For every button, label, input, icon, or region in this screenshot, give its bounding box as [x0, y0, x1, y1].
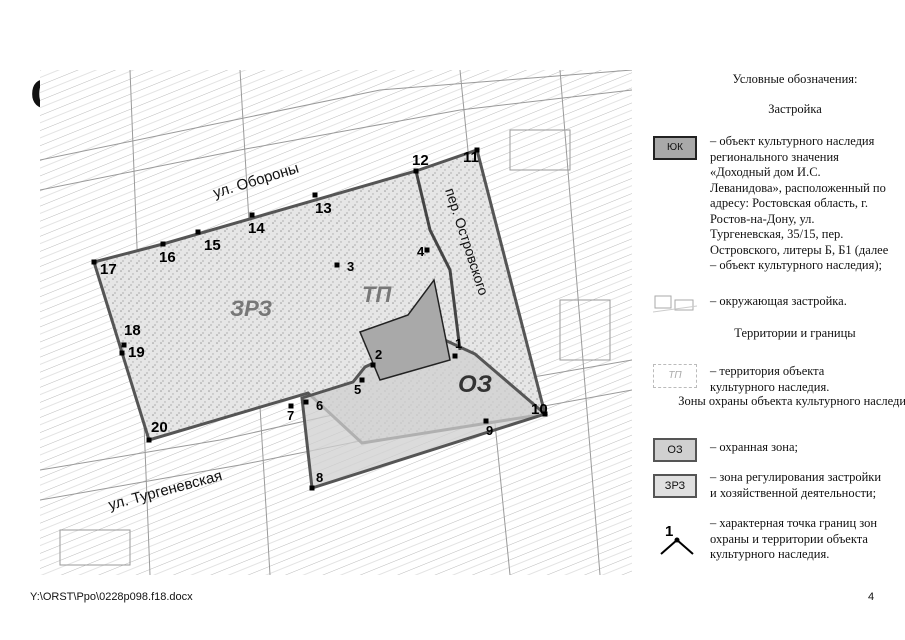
point-label-7: 7	[287, 408, 294, 423]
point-marker-1	[452, 353, 458, 359]
point-label-4: 4	[417, 244, 425, 259]
oz-zone-polygon[interactable]	[300, 333, 549, 490]
point-label-8: 8	[316, 470, 323, 485]
point-marker-15	[195, 229, 201, 235]
point-marker-9	[483, 418, 489, 424]
point-marker-3	[334, 262, 340, 268]
point-label-18: 18	[124, 322, 141, 339]
point-marker-11	[474, 147, 480, 153]
point-label-10: 10	[531, 401, 548, 418]
point-marker-20	[146, 437, 152, 443]
point-marker-8	[309, 485, 315, 491]
point-marker-13	[312, 192, 318, 198]
point-label-2: 2	[375, 347, 382, 362]
point-text: – характерная точка границ зон охраны и …	[710, 516, 878, 561]
oz-symbol: ОЗ	[653, 438, 697, 462]
zone-label-tp: ТП	[362, 282, 392, 307]
document-path: Y:\ORST\Ppo\0228p098.f18.docx	[30, 591, 193, 603]
point-marker-12	[413, 168, 419, 174]
legend-zones-heading: Зоны охраны объекта культурного наследия	[678, 394, 905, 408]
page-number: 4	[868, 591, 875, 603]
point-label-16: 16	[159, 249, 176, 266]
point-label-9: 9	[486, 423, 493, 438]
point-label-5: 5	[354, 382, 361, 397]
legend-title: Условные обозначения:	[732, 72, 858, 86]
point-marker-5	[359, 377, 365, 383]
point-symbol: 1	[653, 523, 697, 555]
point-marker-4	[424, 247, 430, 253]
point-marker-10	[542, 411, 548, 417]
territory-symbol: ТП	[653, 364, 697, 388]
surrounding-text: – окружающая застройка.	[710, 294, 847, 308]
point-marker-17	[91, 259, 97, 265]
point-marker-16	[160, 241, 166, 247]
point-label-12: 12	[412, 152, 429, 169]
point-label-19: 19	[128, 344, 145, 361]
point-label-3: 3	[347, 259, 354, 274]
zone-label-oz: ОЗ	[458, 371, 492, 398]
point-marker-7	[288, 403, 294, 409]
point-label-6: 6	[316, 398, 323, 413]
heritage-symbol: ЮК	[653, 136, 697, 160]
cadastral-map[interactable]: ул. Обороны ул. Тургеневская пер. Остров…	[40, 70, 632, 575]
zrz-text: – зона регулирования застройки и хозяйст…	[710, 470, 882, 500]
heritage-building[interactable]	[359, 278, 451, 381]
oz-text: – охранная зона;	[710, 440, 798, 454]
point-marker-14	[249, 212, 255, 218]
point-marker-2	[370, 362, 376, 368]
point-label-13: 13	[315, 200, 332, 217]
zone-label-zrz: ЗРЗ	[230, 296, 272, 321]
point-marker-18	[121, 342, 127, 348]
point-marker-19	[119, 350, 125, 356]
territory-boundary	[414, 170, 462, 351]
territory-text: – территория объекта культурного наследи…	[710, 364, 830, 394]
point-label-1: 1	[455, 336, 462, 351]
point-label-15: 15	[204, 237, 221, 254]
legend-buildings-heading: Застройка	[768, 102, 822, 116]
point-label-14: 14	[248, 220, 265, 237]
point-label-11: 11	[463, 149, 479, 166]
point-marker-6	[303, 399, 309, 405]
point-symbol-number: 1	[665, 524, 673, 540]
surrounding-symbol	[652, 292, 698, 316]
point-label-17: 17	[100, 261, 117, 278]
point-label-20: 20	[151, 419, 168, 436]
zrz-symbol: ЗРЗ	[653, 474, 697, 498]
heritage-text: – объект культурного наследия региональн…	[710, 134, 889, 272]
legend-territories-heading: Территории и границы	[734, 326, 856, 340]
